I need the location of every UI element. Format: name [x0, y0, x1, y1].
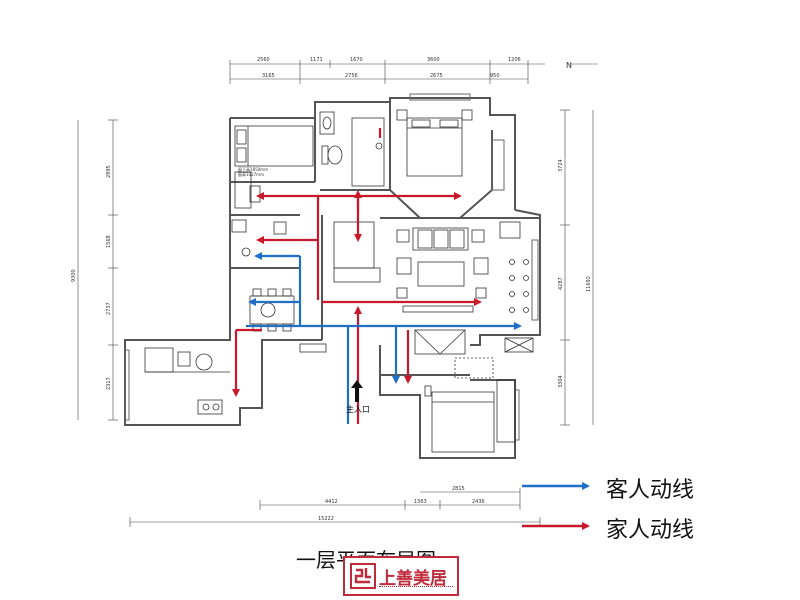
dim-top-4: 3600 [427, 57, 440, 63]
brand-underline [379, 586, 453, 590]
dim-bottom-2: 1363 [414, 499, 427, 505]
walls [124, 97, 541, 459]
north-label: N [566, 61, 572, 70]
dim-right-total: 11692 [586, 276, 592, 292]
dim-top2-4: 950 [490, 73, 500, 79]
toilet [327, 145, 343, 165]
shower-icon [375, 142, 383, 150]
room-note-1: 窗下高1850mm [238, 166, 268, 172]
coffee-table [417, 261, 465, 287]
dimension-labels: 2560 1171 1670 3600 1206 3165 2756 2675 … [71, 57, 592, 522]
dim-top2-1: 3165 [262, 73, 275, 79]
dimension-lines [77, 60, 598, 527]
dim-top-1: 2560 [257, 57, 270, 63]
dim-left-total: 9300 [71, 269, 77, 282]
bed-lower [431, 391, 495, 453]
dim-top-5: 1206 [508, 57, 521, 63]
legend-guest-label: 客人动线 [606, 478, 695, 503]
bed-master [406, 117, 463, 177]
dim-bottom-total: 15222 [318, 516, 334, 522]
furniture [144, 109, 534, 453]
family-flow [232, 128, 482, 424]
dim-right-2: 4287 [558, 277, 564, 290]
dining-table [249, 295, 295, 325]
dim-top2-3: 2675 [430, 73, 443, 79]
dim-bottom-3: 2815 [452, 486, 465, 492]
dim-bottom-1: 4412 [325, 499, 338, 505]
guest-flow [246, 252, 522, 424]
dim-bottom-4: 2436 [472, 499, 485, 505]
dim-left-3: 2737 [106, 302, 112, 315]
dim-right-3: 3304 [558, 375, 564, 388]
dim-top2-2: 2756 [345, 73, 358, 79]
kitchen-counter [144, 347, 174, 373]
bathroom-sink [319, 111, 335, 135]
legend-family-label: 家人动线 [606, 518, 695, 543]
dim-left-4: 2317 [106, 377, 112, 390]
brand-logo: 上善美居 [343, 556, 459, 596]
brand-name: 上善美居 [379, 569, 447, 589]
dim-top-2: 1171 [310, 57, 323, 63]
windows [124, 93, 539, 441]
dim-top-3: 1670 [350, 57, 363, 63]
dim-left-2: 1568 [106, 235, 112, 248]
entrance-arrow-icon [351, 380, 363, 402]
bed-top-left [234, 125, 314, 167]
dim-left-1: 2895 [106, 165, 112, 178]
entrance-label: 主入口 [346, 404, 370, 414]
logo-mark-icon [350, 563, 376, 589]
sofa-main [412, 227, 469, 251]
dim-right-1: 3724 [558, 159, 564, 172]
